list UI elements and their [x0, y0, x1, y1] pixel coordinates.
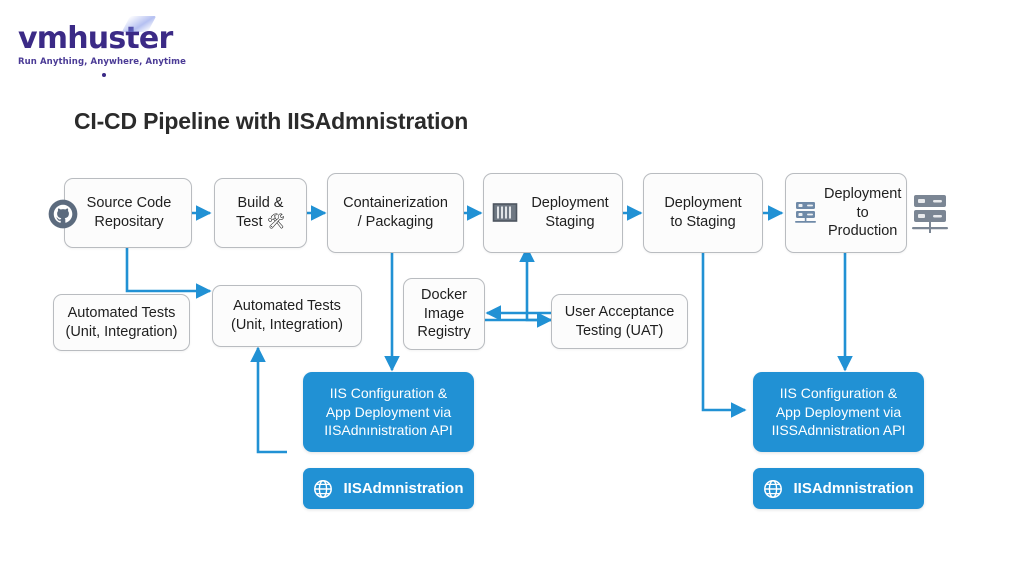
node-source-code-repository[interactable]: Source Code Repositary — [64, 178, 192, 248]
node-label: Deployment Staging — [531, 195, 609, 230]
node-label: Build & Test 🛠 — [235, 195, 286, 230]
wire-iis-left-to-tests2 — [250, 346, 287, 454]
page-title: CI-CD Pipeline with IISAdmnistration — [74, 108, 469, 134]
node-deployment-to-staging[interactable]: Deployment to Staging — [643, 173, 763, 253]
server-rack-icon — [794, 200, 818, 226]
wire-uat-to-depstaging — [519, 246, 551, 322]
server-rack-icon — [909, 192, 951, 238]
globe-icon — [313, 479, 333, 499]
node-deployment-to-production[interactable]: Deployment to Production — [785, 173, 907, 253]
node-automated-tests-2[interactable]: Automated Tests (Unit, Integration) — [212, 285, 362, 347]
umlaut-dots-icon — [102, 23, 116, 77]
node-label: Deployment to Production — [824, 186, 902, 240]
wire-source-to-tests2 — [125, 248, 212, 299]
globe-icon — [763, 479, 783, 499]
github-icon — [48, 199, 78, 229]
badge-label: IISAdmnistration — [343, 480, 464, 497]
brand-wordmark: vmhuster — [18, 16, 238, 77]
node-user-acceptance-testing[interactable]: User Acceptance Testing (UAT) — [551, 294, 688, 349]
badge-iisadministration-right[interactable]: IISAdmnistration — [753, 468, 924, 509]
node-automated-tests-1[interactable]: Automated Tests (Unit, Integration) — [53, 294, 190, 351]
iis-config-box-right[interactable]: IIS Configuration & App Deployment via I… — [753, 372, 924, 452]
brand-tagline: Run Anything, Anywhere, Anytime — [18, 57, 186, 67]
node-label: Automated Tests (Unit, Integration) — [65, 304, 178, 340]
node-label: Deployment to Staging — [664, 195, 742, 230]
node-label: Automated Tests (Unit, Integration) — [230, 298, 344, 333]
node-docker-image-registry[interactable]: Docker Image Registry — [403, 278, 485, 350]
iis-config-box-left[interactable]: IIS Configuration & App Deployment via I… — [303, 372, 474, 452]
node-build-and-test[interactable]: Build & Test 🛠 — [214, 178, 307, 248]
node-containerization-packaging[interactable]: Containerization / Packaging — [327, 173, 464, 253]
brand-logo: vmhuster Run Anything, Anywhere, Anytime — [18, 16, 238, 77]
node-label: User Acceptance Testing (UAT) — [564, 303, 675, 339]
node-label: Docker Image Registry — [417, 287, 471, 341]
node-label: Source Code Repositary — [86, 195, 172, 230]
wire-tostaging-to-iis-right — [701, 248, 747, 418]
iis-config-label: IIS Configuration & App Deployment via I… — [771, 384, 906, 439]
badge-label: IISAdmnistration — [793, 480, 914, 497]
node-label: Containerization / Packaging — [343, 195, 448, 230]
container-crate-icon — [492, 201, 518, 225]
node-deployment-staging[interactable]: Deployment Staging — [483, 173, 623, 253]
badge-iisadministration-left[interactable]: IISAdmnistration — [303, 468, 474, 509]
iis-config-label: IIS Configuration & App Deployment via I… — [324, 384, 453, 439]
